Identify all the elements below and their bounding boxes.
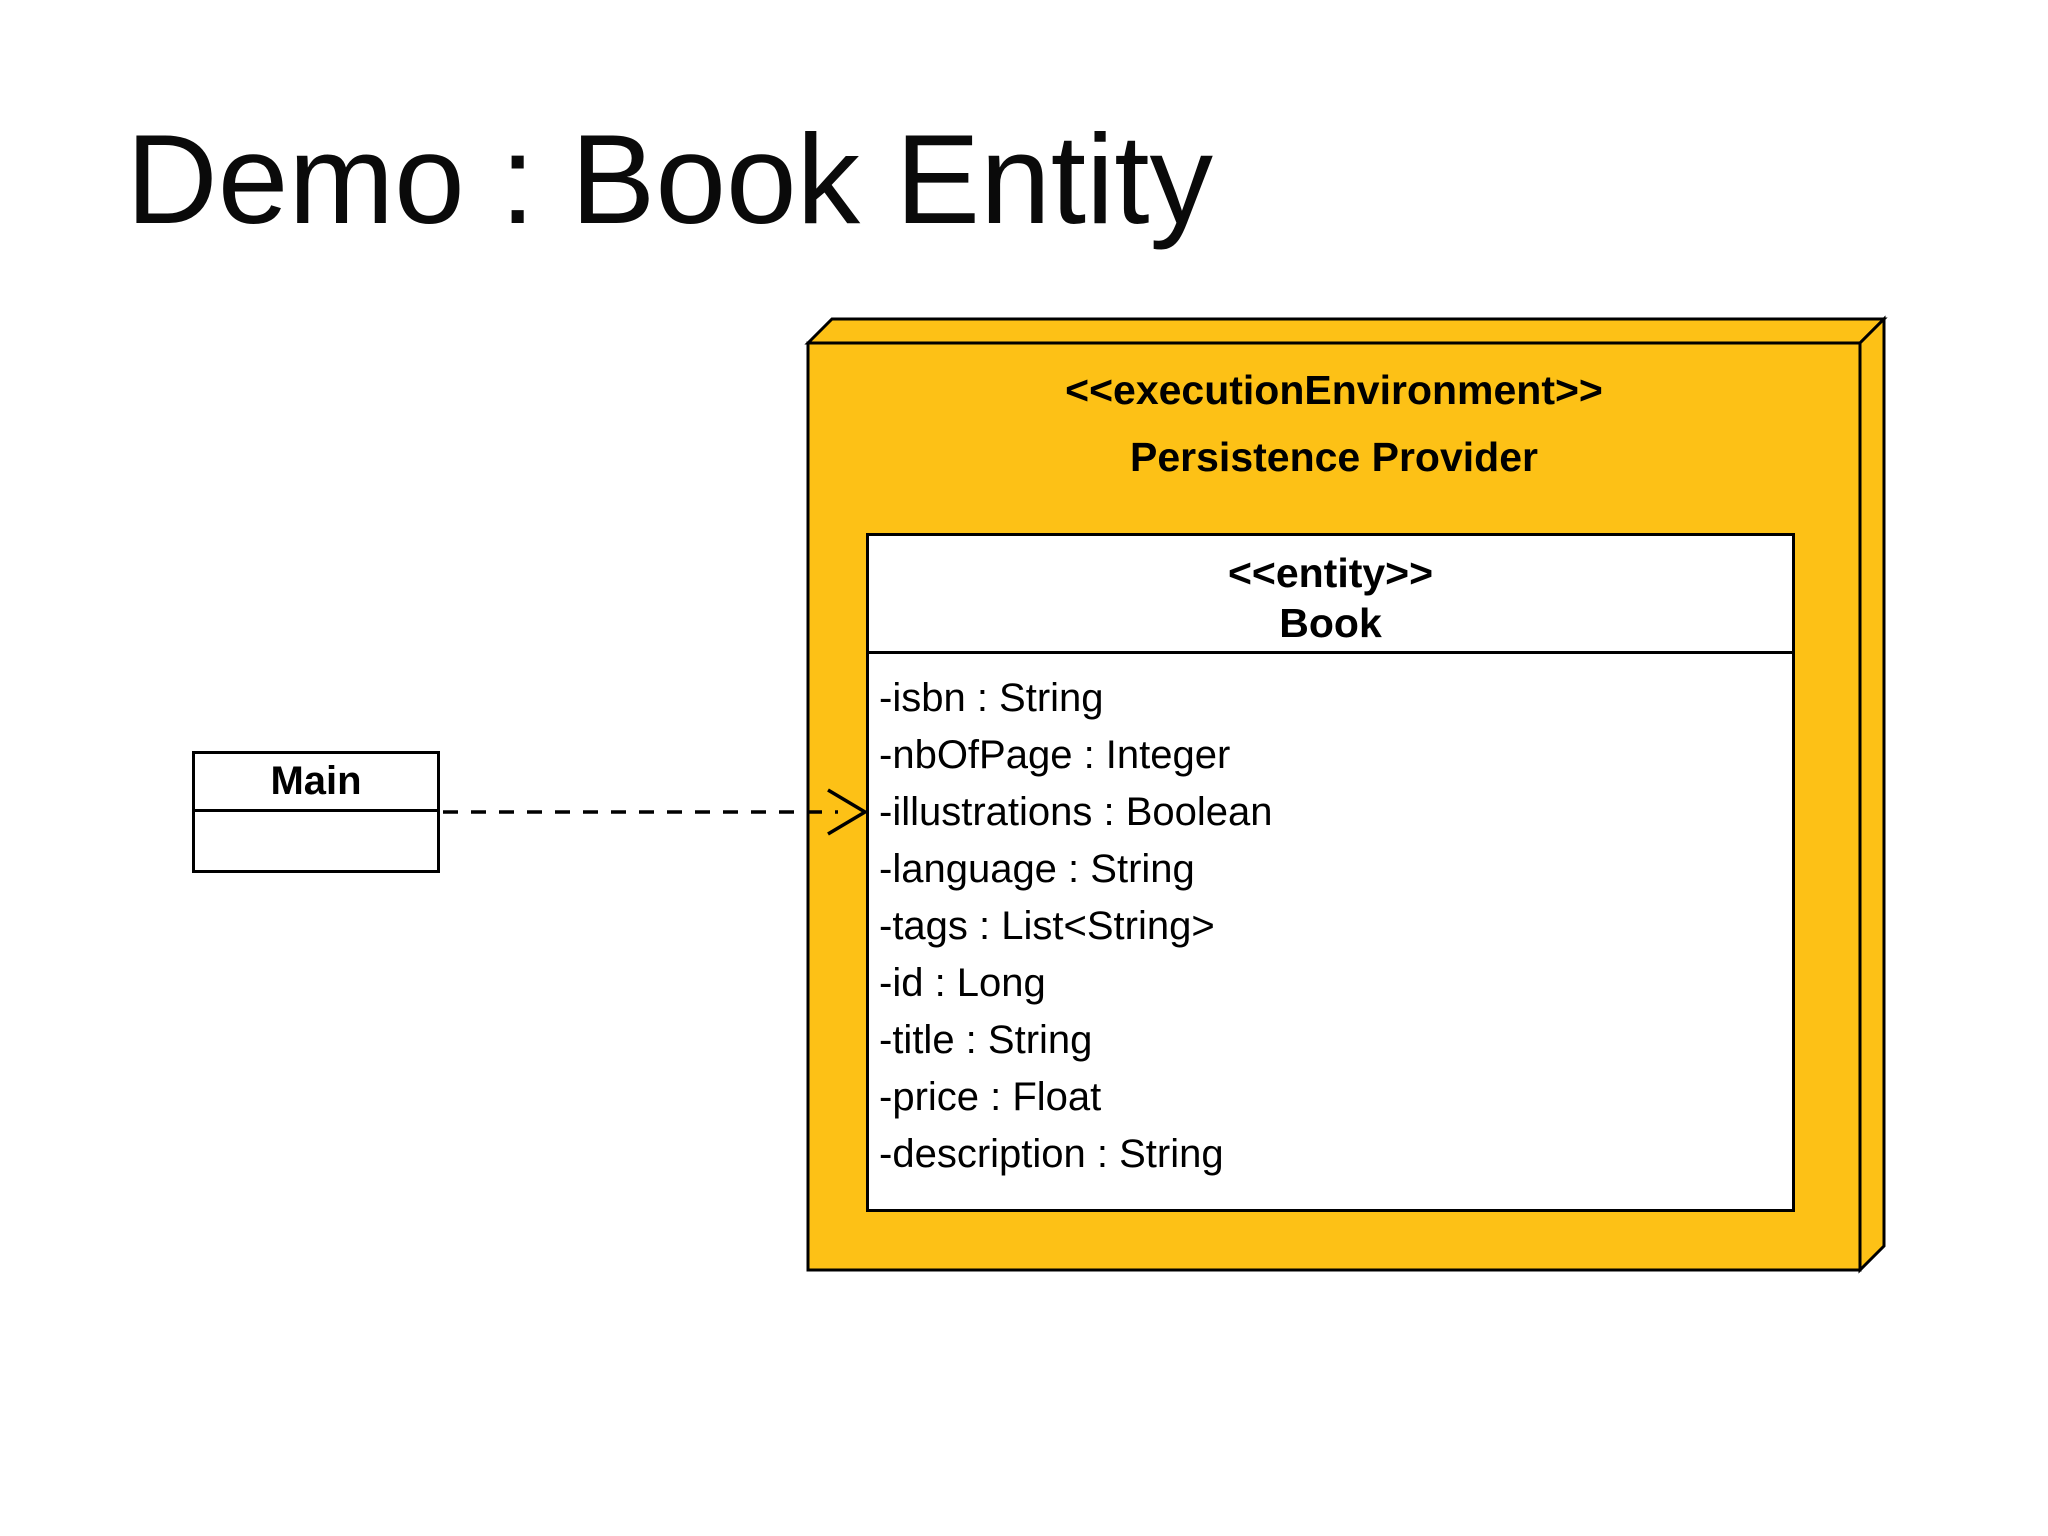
main-class-empty-compartment [195,812,437,873]
entity-attributes: -isbn : String -nbOfPage : Integer -illust… [869,654,1792,1183]
entity-attribute: -price : Float [879,1075,1102,1119]
entity-attribute: -isbn : String [879,676,1104,720]
node-name: Persistence Provider [1130,434,1538,480]
node-stereotype: <<executionEnvironment>> [1065,367,1603,413]
node-side-face [1858,315,1886,1274]
main-class-box: Main [192,751,440,873]
main-class-name: Main [195,754,437,812]
dependency-arrow-head [827,788,869,836]
entity-attribute: -language : String [879,847,1195,891]
entity-attribute: -illustrations : Boolean [879,790,1273,834]
entity-stereotype: <<entity>> [1227,550,1434,596]
entity-attribute: -description : String [879,1132,1224,1176]
slide-title: Demo : Book Entity [126,108,1214,250]
entity-attribute: -tags : List<String> [879,904,1215,948]
node-top-face [804,317,1888,345]
entity-attribute: -id : Long [879,961,1046,1005]
entity-attribute: -title : String [879,1018,1093,1062]
entity-attribute: -nbOfPage : Integer [879,733,1231,777]
entity-name: Book [1279,600,1382,646]
entity-class-box: <<entity>> Book -isbn : String -nbOfPage … [866,533,1795,1212]
entity-header: <<entity>> Book [869,536,1792,654]
